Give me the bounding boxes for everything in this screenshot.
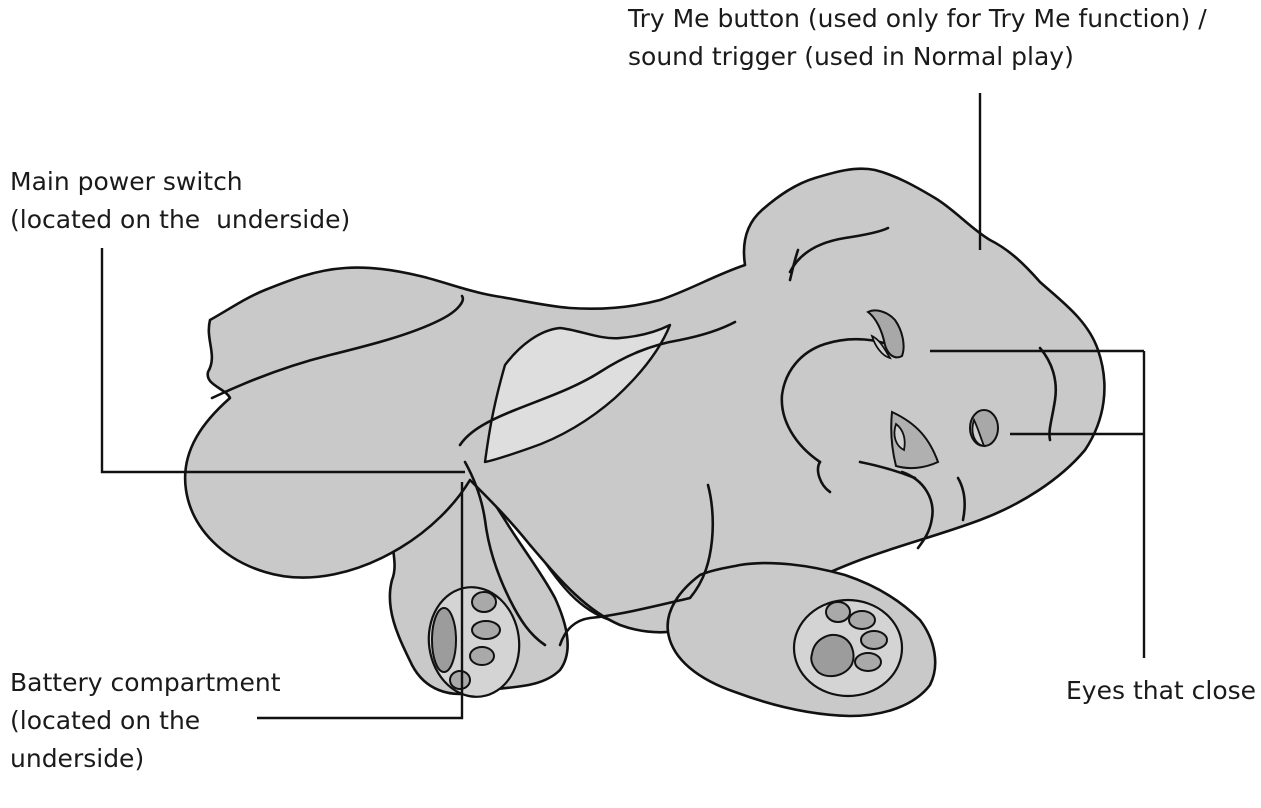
left-paw-toe (472, 592, 496, 612)
left-paw-toe (450, 671, 470, 689)
power-switch-label-line1: Main power switch (10, 163, 350, 201)
left-paw-toe (470, 647, 494, 665)
right-paw-main-pad (811, 635, 853, 676)
battery-label-line1: Battery compartment (10, 664, 281, 702)
eyes-label-line1: Eyes that close (1066, 672, 1256, 710)
right-paw-toe (849, 611, 875, 629)
right-paw-toe (855, 653, 881, 671)
plush-body (185, 169, 1104, 716)
power-switch-label-line2: (located on the underside) (10, 201, 350, 239)
battery-label-line3: underside) (10, 740, 281, 778)
eyes-label: Eyes that close (1066, 672, 1256, 710)
power-switch-label: Main power switch (located on the unders… (10, 163, 350, 239)
right-paw-toe (826, 602, 850, 622)
try-me-label-line1: Try Me button (used only for Try Me func… (628, 0, 1207, 38)
right-paw-toe (861, 631, 887, 649)
battery-label-line2: (located on the (10, 702, 281, 740)
battery-label: Battery compartment (located on the unde… (10, 664, 281, 778)
left-paw-main-pad (432, 608, 456, 672)
left-paw-toe (472, 621, 500, 639)
try-me-label-line2: sound trigger (used in Normal play) (628, 38, 1207, 76)
try-me-label: Try Me button (used only for Try Me func… (628, 0, 1207, 76)
front-right-paw-pad (794, 600, 902, 696)
